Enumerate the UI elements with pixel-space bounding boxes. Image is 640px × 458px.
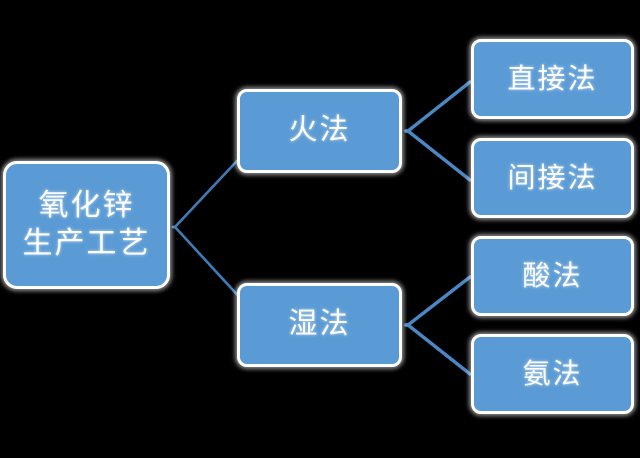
node-acid-method[interactable]: 酸法 <box>471 236 634 316</box>
connector-wet-to-ammonia <box>404 323 472 376</box>
connector-fire-to-direct <box>404 80 472 133</box>
node-direct-method-label: 直接法 <box>507 63 598 95</box>
connector-wet-to-acid <box>404 275 472 327</box>
node-indirect-method[interactable]: 间接法 <box>471 138 634 218</box>
node-root[interactable]: 氧化锌 生产工艺 <box>3 161 170 289</box>
node-wet-method[interactable]: 湿法 <box>237 283 402 367</box>
node-indirect-method-label: 间接法 <box>507 162 598 194</box>
node-direct-method[interactable]: 直接法 <box>471 39 634 119</box>
node-ammonia-method-label: 氨法 <box>522 358 583 390</box>
node-fire-method-label: 火法 <box>288 114 351 147</box>
node-root-line-2: 生产工艺 <box>22 227 151 260</box>
node-ammonia-method[interactable]: 氨法 <box>471 334 634 414</box>
node-fire-method[interactable]: 火法 <box>237 89 402 173</box>
node-acid-method-label: 酸法 <box>522 260 583 292</box>
node-wet-method-label: 湿法 <box>288 308 351 341</box>
node-root-line-1: 氧化锌 <box>38 188 135 222</box>
connector-fire-to-indirect <box>404 129 472 182</box>
